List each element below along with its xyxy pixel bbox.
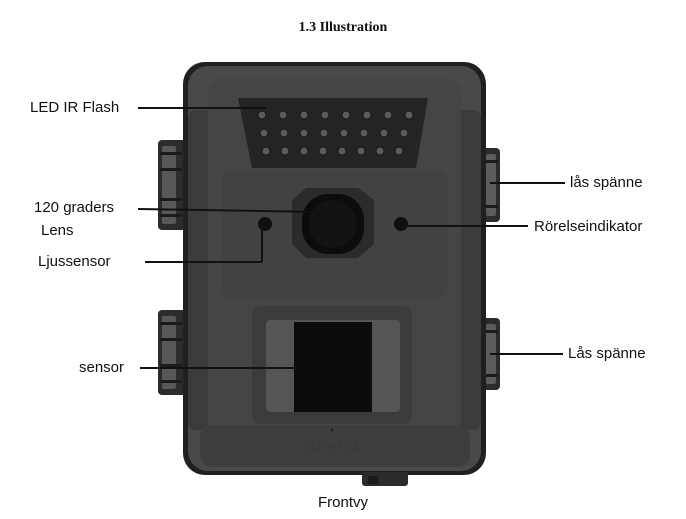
left-latch-bottom xyxy=(158,310,188,395)
light-sensor-icon xyxy=(258,217,272,231)
label-lens: Lens xyxy=(41,222,74,239)
label-120-degrees: 120 graders xyxy=(34,199,115,216)
label-led-ir-flash: LED IR Flash xyxy=(30,99,120,116)
label-sensor: sensor xyxy=(79,359,125,376)
brand-mark: Bestok xyxy=(304,437,365,457)
label-latch-top: lås spänne xyxy=(570,174,643,191)
label-latch-bottom: Lås spänne xyxy=(568,345,646,362)
ir-led-icon xyxy=(238,98,428,168)
mic-dot xyxy=(330,428,334,432)
label-motion-indicator: Rörelseindikator xyxy=(534,218,643,235)
diagram-title: 1.3 Illustration xyxy=(298,20,388,35)
pir-sensor-icon xyxy=(252,306,412,424)
motion-indicator-icon xyxy=(394,217,408,231)
label-light-sensor: Ljussensor xyxy=(38,253,111,270)
lens-icon xyxy=(292,188,374,258)
left-latch-top xyxy=(158,140,188,230)
leader-lines xyxy=(137,107,565,369)
figure-caption: Frontvy xyxy=(317,494,368,511)
